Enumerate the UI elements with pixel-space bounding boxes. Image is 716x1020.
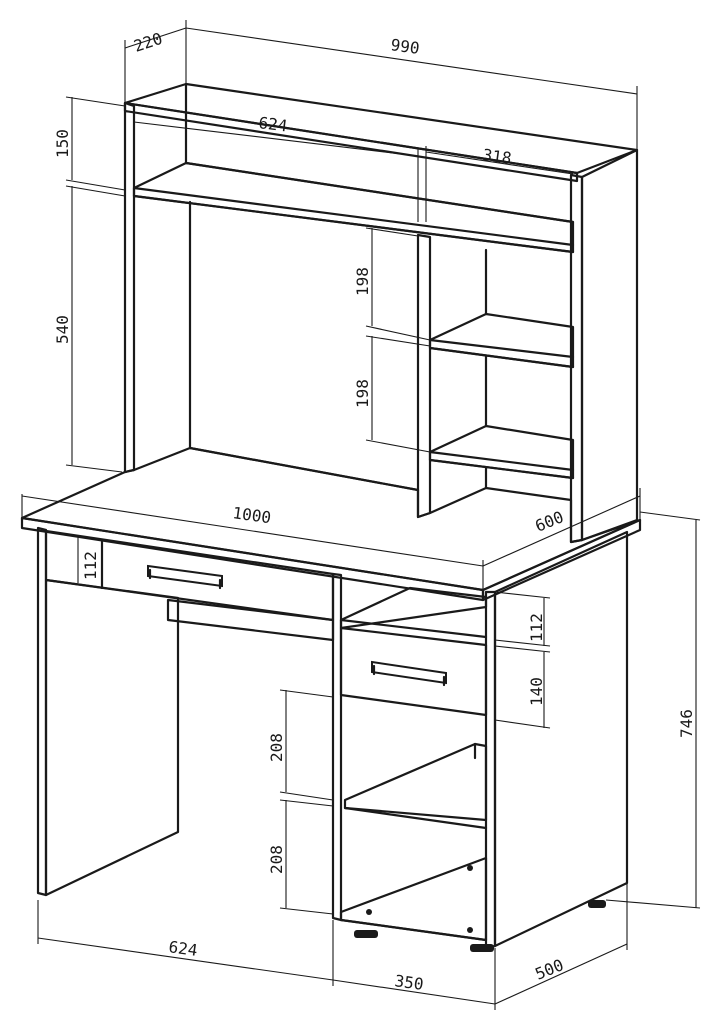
dim-upper-shelf-width: 624 [258,113,289,135]
dim-desk-height: 746 [677,709,696,738]
dim-shelf-gap-2: 198 [353,379,372,408]
dimension-lines [21,20,701,1010]
hutch-top-board [123,82,639,175]
desk-top-back-line [188,446,420,492]
bottom-hole [366,909,372,915]
cabinet-bottom [339,856,488,942]
dim-legroom-width: 624 [167,937,198,960]
bottom-hole [467,927,473,933]
hutch-long-shelf [132,161,575,254]
dim-upper-height: 150 [53,129,72,158]
right-drawer-handle-icon[interactable] [371,660,447,687]
hutch-top-board-front [123,101,579,183]
dim-lower-gap-2: 208 [267,845,286,874]
desk-top-side-edge [481,518,642,602]
hutch-right-panel-side [580,148,639,542]
left-section [36,526,335,897]
dim-top-depth: 220 [131,29,164,56]
hutch-small-shelf-2 [428,424,575,480]
dim-lower-gap-1: 208 [267,733,286,762]
dim-cabinet-width: 350 [393,971,424,994]
cabinet-upper-shelf [339,586,488,630]
hutch-divider [416,233,432,519]
right-drawer-top [339,618,488,639]
cabinet-right-panel [484,590,497,950]
cabinet-bottom-front [339,918,488,942]
dim-main-height: 540 [53,315,72,344]
hutch-left-panel [123,101,136,474]
cabinet-lower-shelf [343,742,488,822]
dimension-labels: 220 990 150 624 318 540 198 198 1000 600… [53,29,696,994]
left-leg-panel [36,526,48,897]
right-cabinet [331,530,629,952]
hutch-small-shelf-1 [428,312,575,369]
left-leg-side [44,578,180,897]
long-shelf-front [132,194,575,254]
cabinet-left-panel [331,572,343,922]
cabinet-foot [354,930,378,938]
left-drawer-body [166,598,335,642]
hutch [123,82,639,544]
left-drawer-handle-icon[interactable] [147,564,223,590]
long-shelf-top [132,186,575,247]
small-shelf-2-top [428,450,575,472]
right-drawer-front [339,626,488,717]
dim-side-shelf-width: 318 [481,145,512,168]
dim-left-drawer-height: 112 [81,551,100,580]
small-shelf-1-top [428,338,575,359]
small-shelf-1-front [428,346,575,369]
bottom-hole [467,865,473,871]
small-shelf-2-front [428,458,575,480]
dim-right-drawer-gap: 112 [527,613,546,642]
dim-top-width: 990 [389,35,420,58]
cabinet-foot [588,900,606,908]
dim-right-drawer-height: 140 [527,677,546,706]
cabinet-foot [470,944,494,952]
lower-shelf-front [343,806,488,830]
dim-desk-width: 1000 [231,503,272,527]
long-shelf-back [184,161,575,224]
dim-cabinet-depth: 500 [532,955,566,983]
dim-shelf-gap-1: 198 [353,267,372,296]
